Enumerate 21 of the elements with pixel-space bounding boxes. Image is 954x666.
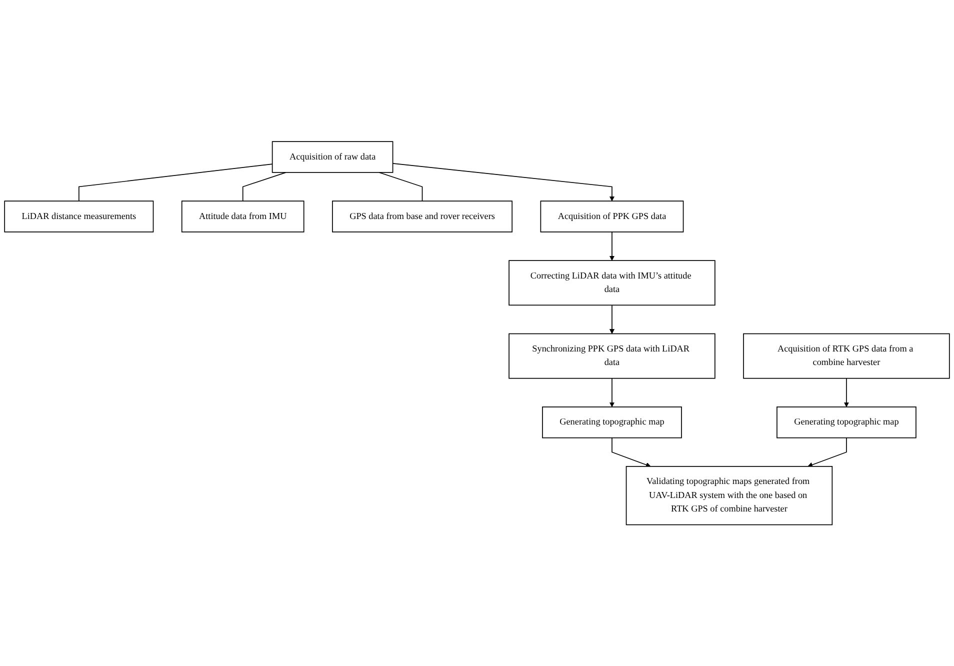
arrow: [392, 162, 614, 202]
node-box: Generating topographic map: [776, 406, 916, 438]
node-box: GPS data from base and rover receivers: [332, 200, 513, 232]
arrow: [609, 378, 614, 407]
connector: [78, 163, 273, 202]
node-box: LiDAR distance measurements: [4, 200, 154, 232]
connector: [378, 172, 423, 202]
connector: [242, 172, 286, 202]
node-box: Attitude data from IMU: [181, 200, 304, 232]
node-box: Acquisition of PPK GPS data: [540, 200, 684, 232]
node-box: Acquisition of RTK GPS data from a combine harvester: [743, 333, 950, 379]
arrow: [609, 304, 614, 334]
arrow: [808, 437, 847, 468]
node-box: Synchronizing PPK GPS data with LiDAR data: [508, 333, 716, 379]
node-box: Generating topographic map: [542, 406, 682, 438]
arrow: [844, 378, 849, 407]
node-box: Acquisition of raw data: [272, 140, 394, 173]
arrow: [612, 437, 651, 468]
arrow: [609, 231, 614, 261]
node-box: Validating topographic maps generated from UAV-LiDAR system with the one based on RTK GPS of combine harvester: [626, 466, 833, 525]
node-box: Correcting LiDAR data with IMU’s attitude data: [508, 260, 716, 306]
